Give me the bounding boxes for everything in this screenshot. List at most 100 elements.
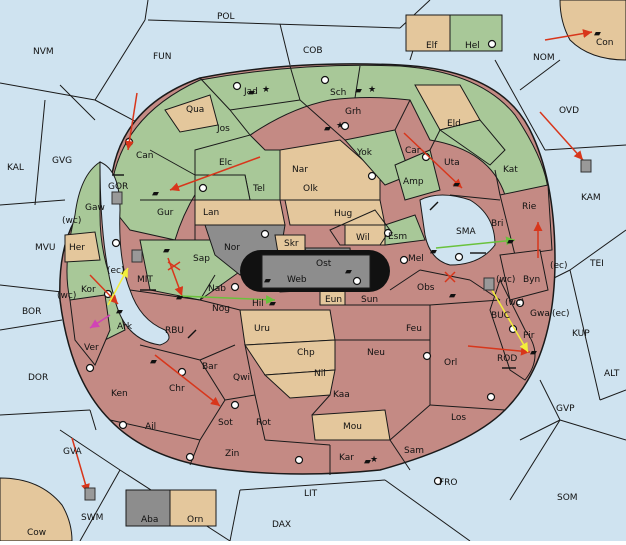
region-wil[interactable] <box>344 224 386 246</box>
region-elf[interactable] <box>405 14 451 52</box>
army-web[interactable]: ▰ <box>264 276 271 286</box>
label-kor-wc: (wc) <box>57 291 76 301</box>
label-mou: Mou <box>343 422 362 432</box>
units: ▰ ▰ ▰ ▰ ▰ ▰ ▰ ▰ ▰ ▰ ▰ ▰ ▰ ▰ ▰ ▰ ▰ ▰ ★ ★ … <box>84 29 601 501</box>
region-con[interactable] <box>559 0 626 61</box>
label-gur: Gur <box>157 208 174 218</box>
fleet-con[interactable]: ▰ <box>594 29 601 39</box>
label-ver: Ver <box>84 343 99 353</box>
army-nog[interactable]: ▰ <box>176 293 183 303</box>
label-gwa-ec: (ec) <box>552 309 570 319</box>
northern-regions <box>164 84 553 256</box>
star-grh: ★ <box>336 121 344 131</box>
army-obs[interactable]: ▰ <box>449 291 456 301</box>
label-fro: FRO <box>439 478 458 488</box>
region-byn[interactable] <box>499 249 549 301</box>
army-ost[interactable]: ▰ <box>345 267 352 277</box>
region-nar-olk[interactable] <box>279 139 381 201</box>
army-uta[interactable]: ▰ <box>453 180 460 190</box>
label-rod: ROD <box>497 354 517 364</box>
region-orn[interactable] <box>169 489 217 527</box>
supply-centers <box>85 39 525 486</box>
label-dax: DAX <box>272 520 291 530</box>
label-ost: Ost <box>316 259 332 269</box>
region-her[interactable] <box>64 231 101 263</box>
label-nor: Nor <box>224 243 240 253</box>
label-bor: BOR <box>22 307 41 317</box>
label-aba: Aba <box>141 515 158 525</box>
label-obs: Obs <box>417 283 435 293</box>
label-car: Car <box>405 146 421 156</box>
label-pol: POL <box>217 12 235 22</box>
army-rod[interactable]: ▰ <box>530 348 537 358</box>
army-sch[interactable]: ▰ <box>355 86 362 96</box>
army-mel[interactable]: ▰ <box>430 247 437 257</box>
army-chr[interactable]: ▰ <box>150 357 157 367</box>
label-elf: Elf <box>426 41 438 51</box>
star-kar: ★ <box>370 455 378 465</box>
army-gur[interactable]: ▰ <box>152 189 159 199</box>
army-bri[interactable]: ▰ <box>507 237 514 247</box>
label-nar: Nar <box>292 165 308 175</box>
label-cow: Cow <box>27 528 46 538</box>
fleet-swm[interactable] <box>84 487 96 501</box>
label-kor-ec: (ec) <box>107 266 125 276</box>
label-qwi: Qwi <box>233 373 250 383</box>
label-grh: Grh <box>345 107 361 117</box>
army-grh[interactable]: ▰ <box>324 124 331 134</box>
label-sam: Sam <box>404 446 424 456</box>
label-hil: Hil <box>252 299 264 309</box>
label-yok: Yok <box>356 148 373 158</box>
label-byn: Byn <box>523 275 540 285</box>
label-sot: Sot <box>218 418 233 428</box>
label-mvu: MVU <box>35 243 56 253</box>
region-amp[interactable] <box>394 149 441 201</box>
label-dor: DOR <box>28 373 48 383</box>
label-bri: Bri <box>491 219 503 229</box>
star-sch: ★ <box>368 85 376 95</box>
label-con: Con <box>596 38 614 48</box>
label-nab: Nab <box>208 284 226 294</box>
region-cow[interactable] <box>0 477 73 542</box>
label-gvp: GVP <box>556 404 575 414</box>
label-alt: ALT <box>604 369 620 379</box>
region-aba[interactable] <box>125 489 171 527</box>
label-gva: GVA <box>63 447 83 457</box>
label-nog: Nog <box>212 304 230 314</box>
fleet-gor[interactable] <box>111 191 123 205</box>
label-lit: LIT <box>304 489 318 499</box>
fleet-her[interactable] <box>131 249 143 263</box>
label-kal: KAL <box>7 163 24 173</box>
region-ver[interactable] <box>69 294 111 366</box>
label-can: Can <box>136 151 154 161</box>
order-arrows <box>71 29 593 494</box>
army-hil[interactable]: ▰ <box>269 299 276 309</box>
label-web: Web <box>287 275 307 285</box>
fleet-kam[interactable] <box>580 159 592 173</box>
label-los: Los <box>451 413 466 423</box>
label-eld: Eld <box>447 119 461 129</box>
label-gwa: Gwa <box>530 309 550 319</box>
label-sch: Sch <box>330 88 346 98</box>
fleet-buc[interactable] <box>483 277 495 291</box>
army-jad[interactable]: ▰ <box>248 88 255 98</box>
label-sma: SMA <box>456 227 476 237</box>
label-fun: FUN <box>153 52 172 62</box>
label-esm: Esm <box>388 232 407 242</box>
label-uta: Uta <box>444 158 460 168</box>
label-nvm: NVM <box>33 47 54 57</box>
army-kar[interactable]: ▰ <box>364 457 371 467</box>
label-uru: Uru <box>254 324 270 334</box>
region-qua[interactable] <box>164 94 219 133</box>
army-sap[interactable]: ▰ <box>163 246 170 256</box>
label-swm: SWM <box>81 513 103 523</box>
label-skr: Skr <box>284 239 299 249</box>
label-orn: Orn <box>187 515 203 525</box>
region-uta[interactable] <box>438 119 506 166</box>
label-hel: Hel <box>465 41 480 51</box>
army-ark[interactable]: ▰ <box>116 307 123 317</box>
label-orl: Orl <box>444 358 457 368</box>
label-kar: Kar <box>339 453 354 463</box>
label-rot: Rot <box>256 418 271 428</box>
